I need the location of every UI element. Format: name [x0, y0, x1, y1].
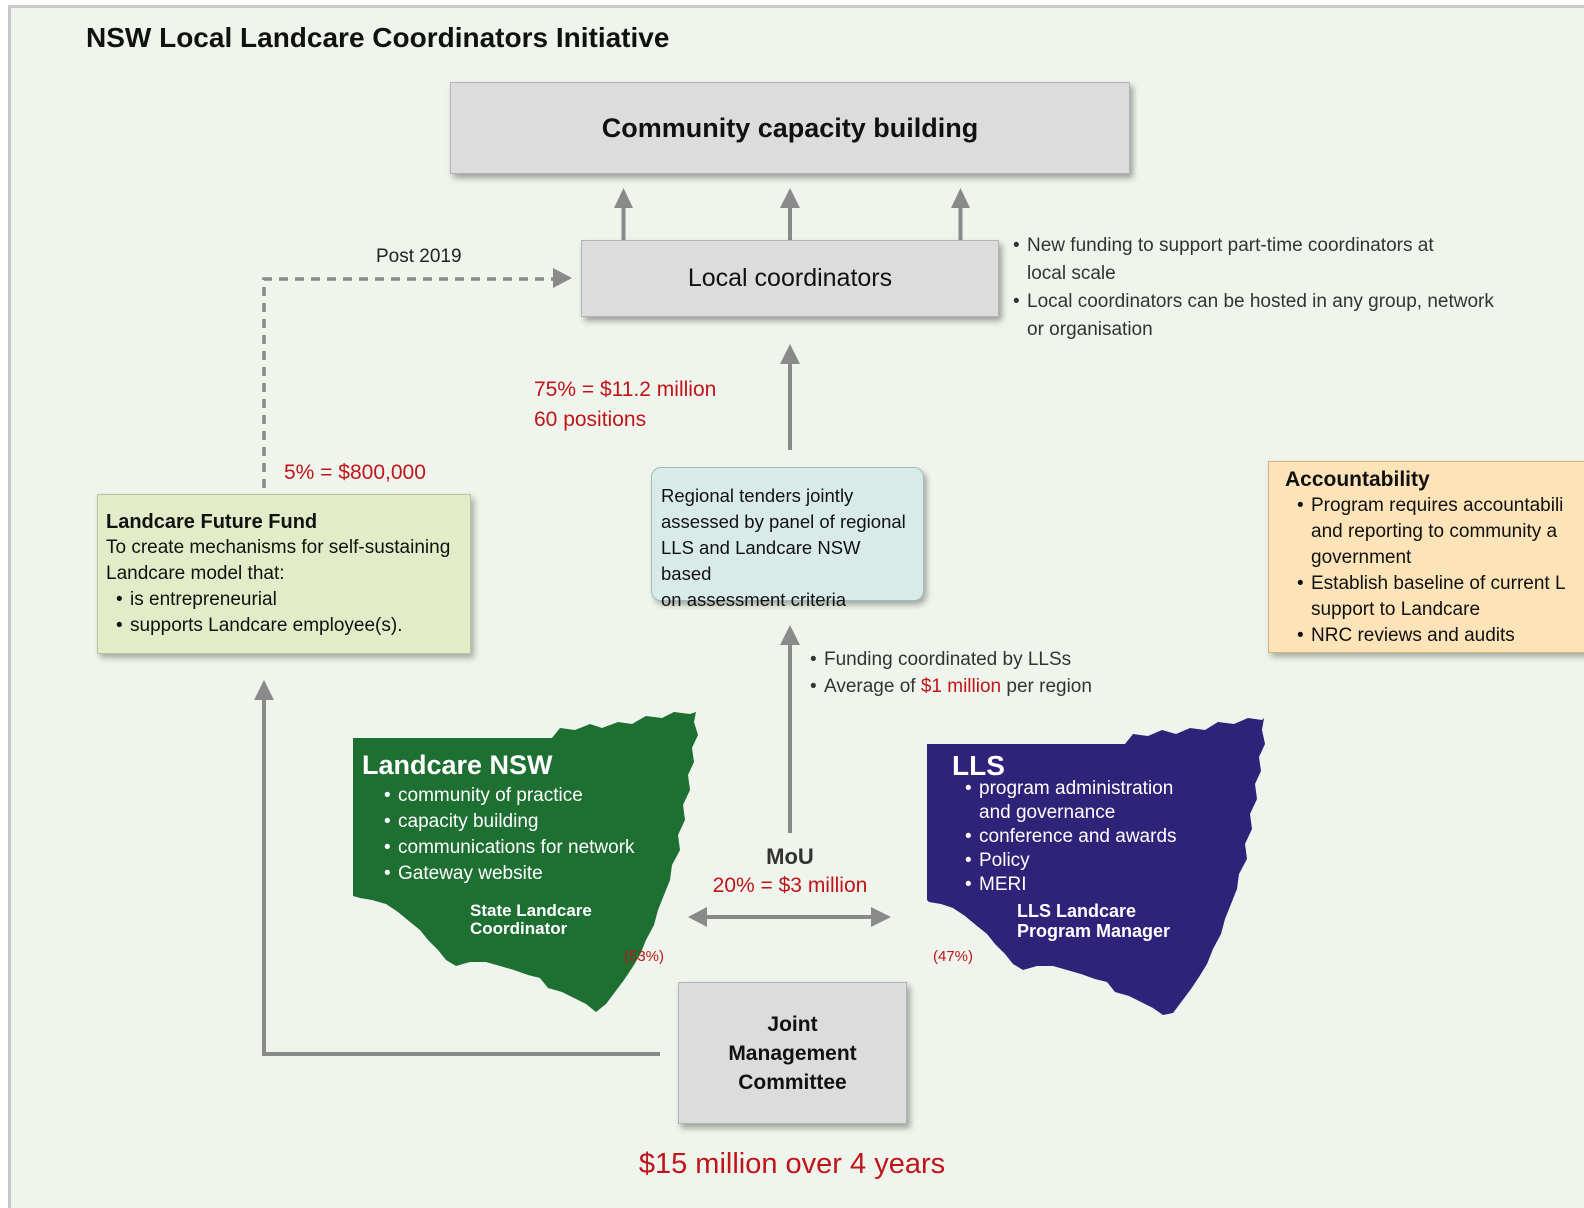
accountability-box: Accountability Program requires accounta…: [1268, 461, 1584, 653]
funding-note-2: Average of $1 million per region: [810, 673, 1092, 700]
community-capacity-building-box: Community capacity building: [450, 82, 1130, 174]
local-note-1: New funding to support part-time coordin…: [1013, 232, 1533, 288]
future-fund-item: is entrepreneurial: [116, 587, 462, 613]
jmc-line-3: Committee: [738, 1070, 847, 1094]
lls-item: conference and awards: [965, 825, 1177, 849]
accountability-item: Establish baseline of current L support t…: [1297, 571, 1581, 623]
lls-share: (47%): [933, 948, 974, 965]
regional-tenders-box: Regional tenders jointly assessed by pan…: [651, 467, 924, 610]
local-coordinators-box: Local coordinators: [581, 240, 999, 317]
lls-item: Policy: [965, 849, 1177, 873]
funding-note-2-amount: $1 million: [920, 676, 1002, 697]
landcare-nsw-share: (53%): [624, 948, 665, 965]
arrow-local-to-community-2: [788, 206, 792, 240]
accountability-heading: Accountability: [1285, 468, 1430, 491]
mou-arrow-left-head: [688, 907, 707, 927]
post-2019-label: Post 2019: [376, 246, 462, 267]
allocation-20-label: 20% = $3 million: [712, 874, 868, 897]
tenders-line-2: assessed by panel of regional: [661, 511, 906, 532]
accountability-item-1-line-1: Program requires accountabili: [1311, 495, 1564, 516]
lls-program-manager-label: LLS Landcare Program Manager: [1017, 901, 1170, 941]
lls-item-1-line-1: program administration: [979, 778, 1174, 799]
state-landcare-coordinator-label: State Landcare Coordinator: [470, 902, 592, 938]
allocation-5-label: 5% = $800,000: [284, 461, 426, 484]
future-fund-intro-line-1: To create mechanisms for self-sustaining: [106, 537, 451, 558]
arrow-head-3: [951, 188, 970, 208]
landcare-nsw-item: community of practice: [384, 783, 635, 809]
landcare-nsw-item: Gateway website: [384, 861, 635, 887]
allocation-75-amount: 75% = $11.2 million: [534, 378, 717, 401]
mou-double-arrow: [700, 915, 876, 919]
landcare-nsw-list: community of practice capacity building …: [384, 783, 635, 887]
accountability-item-1-line-3: government: [1311, 547, 1412, 568]
local-note-2-line-2: or organisation: [1027, 319, 1153, 340]
lls-item: program administration and governance: [965, 777, 1177, 825]
local-note-1-line-2: local scale: [1027, 263, 1116, 284]
future-fund-item: supports Landcare employee(s).: [116, 613, 462, 639]
future-fund-heading: Landcare Future Fund: [106, 511, 318, 533]
tenders-line-1: Regional tenders jointly: [661, 485, 854, 506]
arrow-head-2: [780, 188, 800, 208]
jmc-line-2: Management: [728, 1041, 857, 1065]
accountability-item: NRC reviews and audits: [1297, 623, 1581, 649]
post-2019-arrow-head: [553, 268, 572, 288]
arrow-local-to-community-3: [958, 206, 963, 240]
state-coordinator-line-1: State Landcare: [470, 901, 592, 920]
state-coordinator-line-2: Coordinator: [470, 919, 568, 938]
tenders-line-4: on assessment criteria: [661, 589, 847, 610]
landcare-future-fund-box: Landcare Future Fund To create mechanism…: [97, 494, 471, 654]
landcare-nsw-heading: Landcare NSW: [362, 750, 553, 780]
landcare-nsw-item: capacity building: [384, 809, 635, 835]
arrow-mou-to-tenders: [788, 640, 792, 833]
accountability-item-2-line-2: support to Landcare: [1311, 599, 1481, 620]
lls-manager-line-1: LLS Landcare: [1017, 901, 1137, 921]
funding-note-1: Funding coordinated by LLSs: [810, 646, 1092, 673]
funding-notes: Funding coordinated by LLSs Average of $…: [810, 646, 1092, 700]
accountability-item-1-line-2: and reporting to community a: [1311, 521, 1558, 542]
mou-label: MoU: [766, 844, 814, 869]
local-note-2: Local coordinators can be hosted in any …: [1013, 288, 1533, 344]
accountability-item-2-line-1: Establish baseline of current L: [1311, 573, 1566, 594]
landcare-nsw-item: communications for network: [384, 835, 635, 861]
funding-note-2-suffix: per region: [1001, 676, 1092, 697]
arrow-head-6: [254, 680, 274, 700]
arrow-jmc-to-fund-horizontal: [262, 1052, 660, 1056]
arrow-jmc-to-fund-vertical: [262, 697, 266, 1056]
total-funding-label: $15 million over 4 years: [638, 1148, 946, 1180]
mou-arrow-right-head: [871, 907, 891, 927]
funding-note-2-prefix: Average of: [824, 676, 921, 697]
arrow-local-to-community-1: [621, 206, 626, 240]
post-2019-dashed-connector: [262, 277, 555, 488]
arrow-tenders-to-local: [788, 360, 792, 450]
future-fund-intro-line-2: Landcare model that:: [106, 563, 285, 584]
allocation-75-positions: 60 positions: [534, 408, 647, 431]
accountability-item-3-line-1: NRC reviews and audits: [1311, 625, 1515, 646]
lls-list: program administration and governance con…: [965, 777, 1177, 897]
tenders-line-3: LLS and Landcare NSW based: [661, 537, 861, 584]
local-coordinators-notes: New funding to support part-time coordin…: [1013, 232, 1533, 344]
lls-item: MERI: [965, 873, 1177, 897]
arrow-head-5: [780, 625, 800, 645]
local-note-2-line-1: Local coordinators can be hosted in any …: [1027, 291, 1494, 312]
allocation-75-label: 75% = $11.2 million 60 positions: [534, 375, 716, 435]
page-title: NSW Local Landcare Coordinators Initiati…: [86, 22, 670, 53]
lls-heading: LLS: [952, 750, 1005, 781]
accountability-item: Program requires accountabili and reporti…: [1297, 493, 1581, 571]
joint-management-committee-box: Joint Management Committee: [678, 982, 907, 1124]
lls-item-1-line-2: and governance: [979, 802, 1116, 823]
local-note-1-line-1: New funding to support part-time coordin…: [1027, 235, 1434, 256]
arrow-head-4: [780, 344, 800, 364]
arrow-head-1: [614, 188, 633, 208]
jmc-line-1: Joint: [767, 1012, 818, 1036]
lls-manager-line-2: Program Manager: [1017, 921, 1171, 941]
